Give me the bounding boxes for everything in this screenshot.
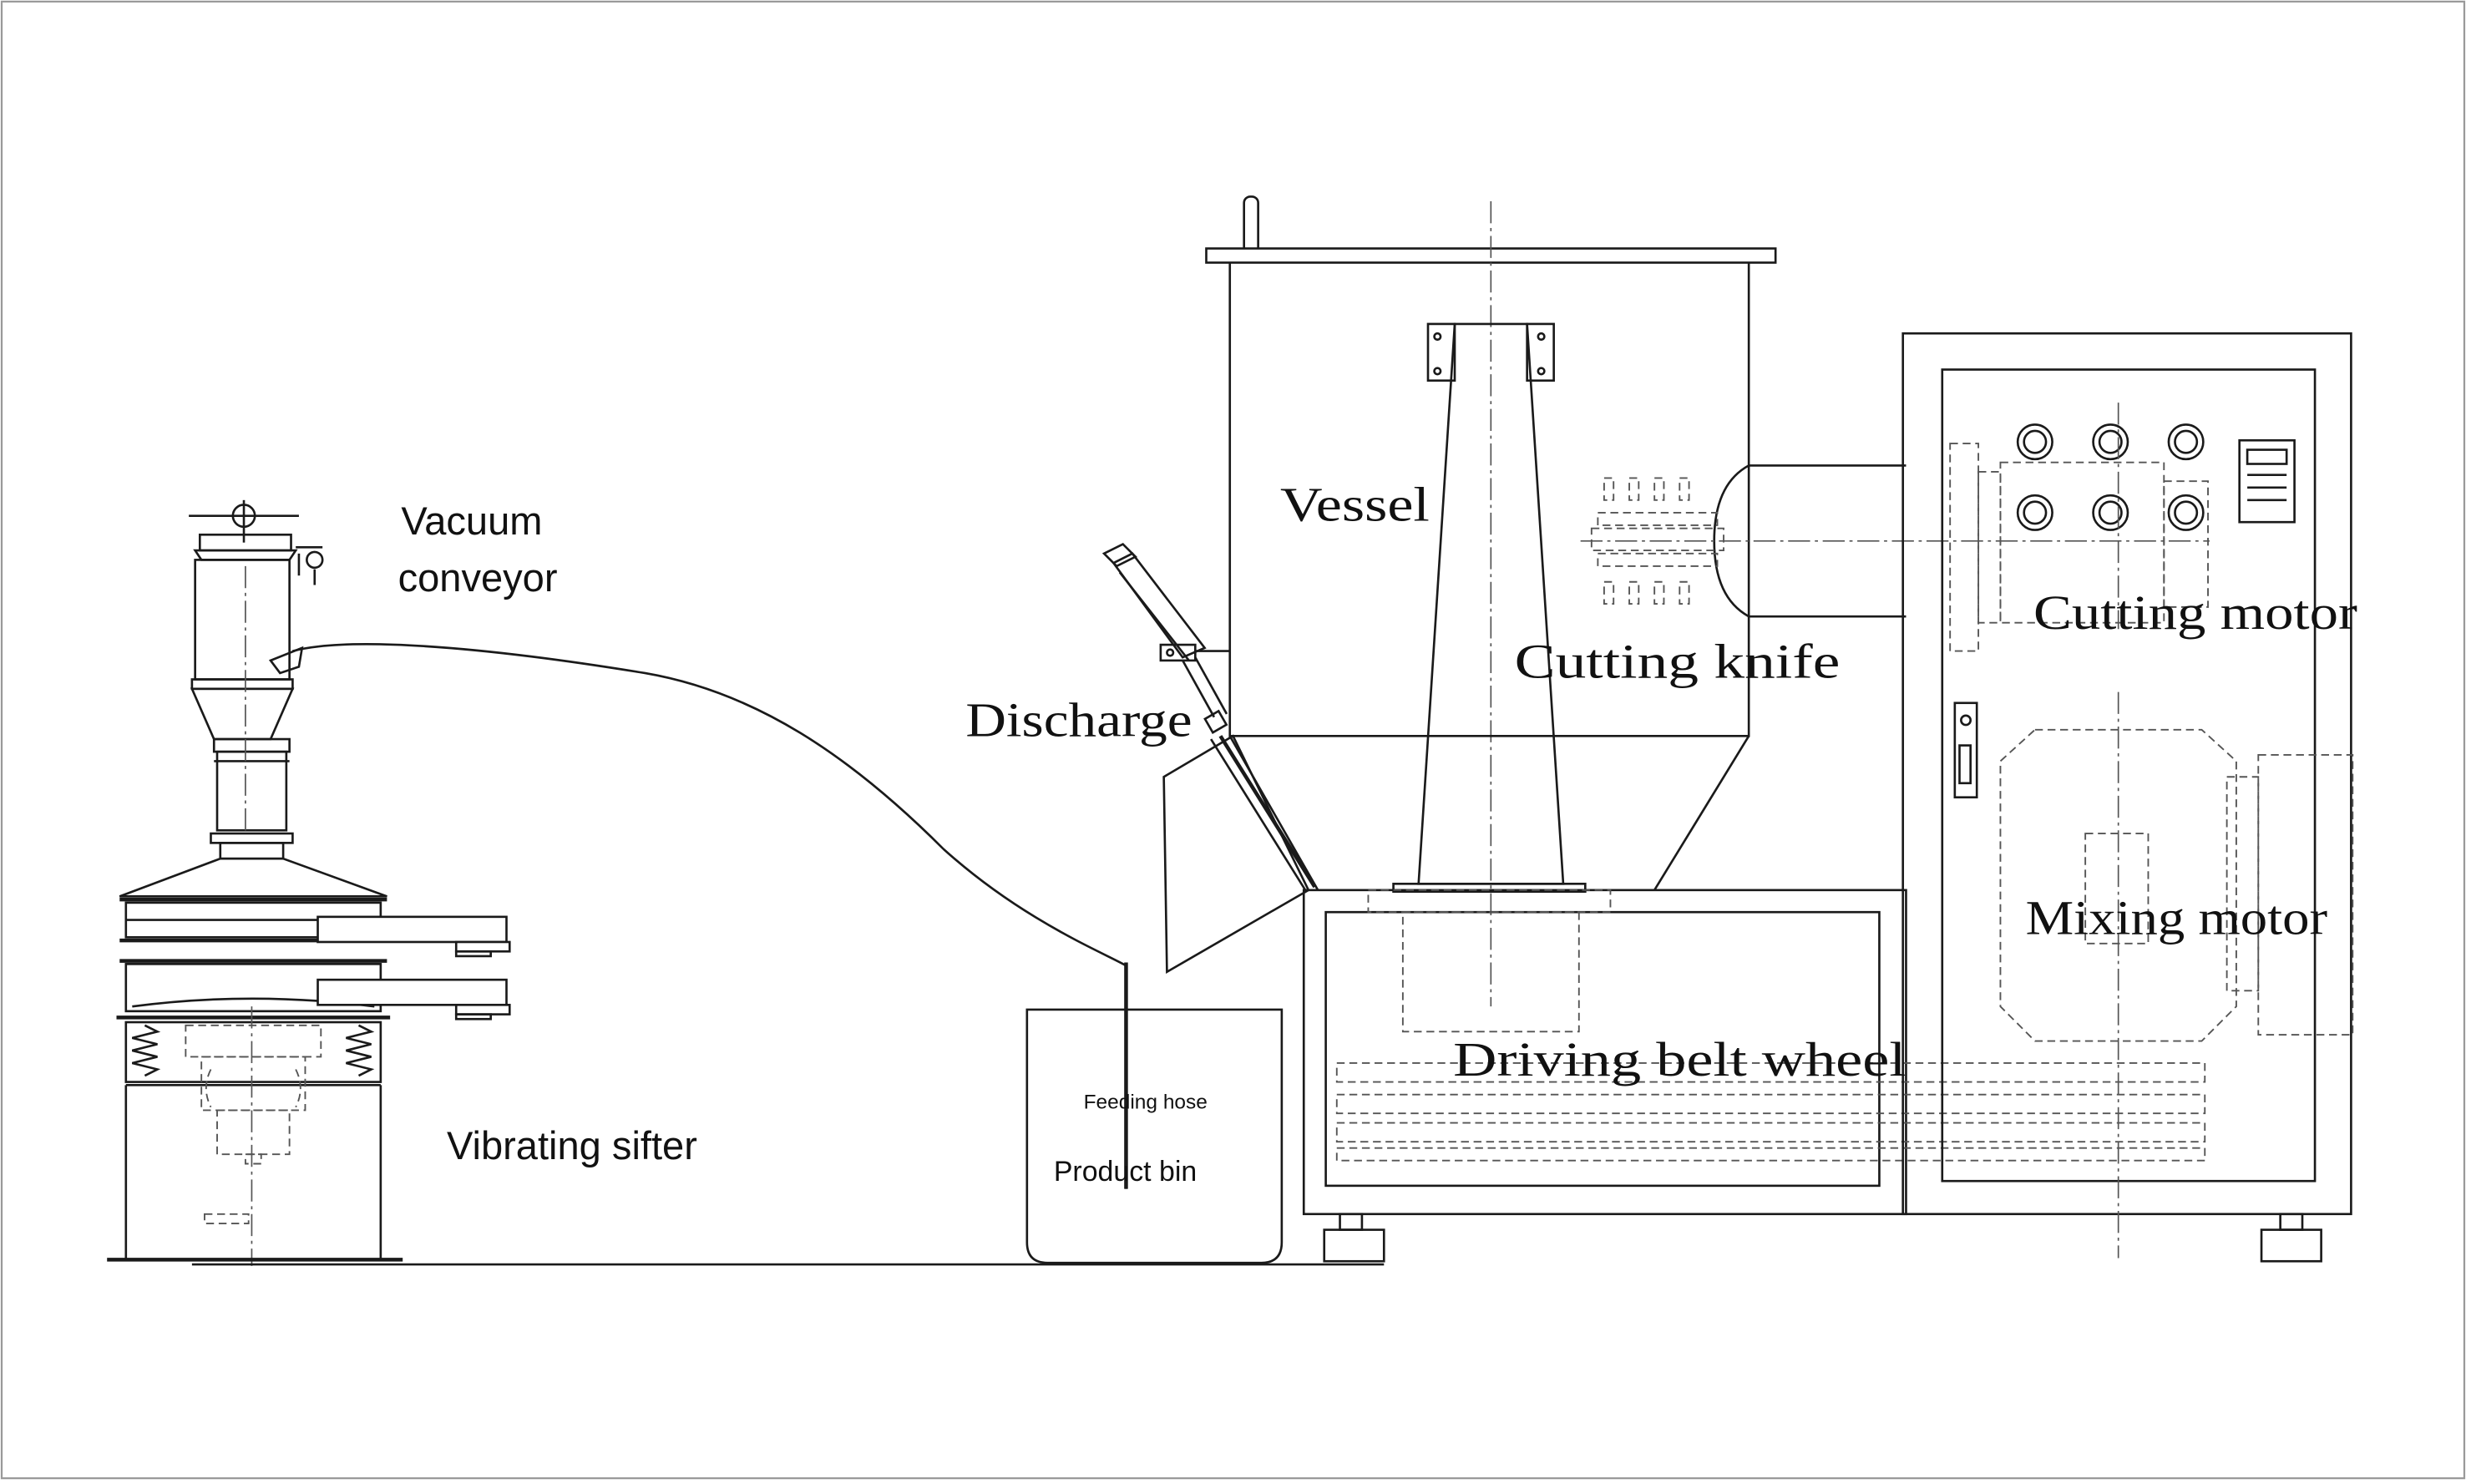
base-cabinet — [1302, 889, 2206, 1263]
feeding-hose — [292, 643, 1127, 1189]
label-feeding-hose: Feeding hose — [1084, 1091, 1208, 1114]
label-cutting-knife: Cutting knife — [1515, 635, 1841, 689]
control-buttons — [2016, 423, 2205, 531]
label-discharge: Discharge — [965, 692, 1192, 747]
label-vessel: Vessel — [1280, 477, 1430, 531]
vacuum-conveyor — [189, 499, 324, 834]
display-panel — [2238, 438, 2296, 524]
label-mixing-motor: Mixing motor — [2026, 891, 2328, 945]
label-vibrating-sifter: Vibrating sifter — [447, 1123, 697, 1167]
vibrating-sifter — [107, 832, 511, 1266]
label-cutting-motor: Cutting motor — [2033, 585, 2357, 640]
vessel — [1205, 195, 2210, 1007]
control-cabinet — [1901, 332, 2354, 1263]
product-bin — [1025, 1008, 1284, 1264]
label-driving-belt-wheel: Driving belt wheel — [1453, 1032, 1906, 1086]
label-vacuum-conveyor-line2: conveyor — [398, 555, 558, 600]
door-handle — [1953, 701, 1978, 799]
label-product-bin: Product bin — [1054, 1156, 1197, 1188]
discharge-valve — [1101, 542, 1317, 975]
label-vacuum-conveyor-line1: Vacuum — [401, 499, 542, 543]
